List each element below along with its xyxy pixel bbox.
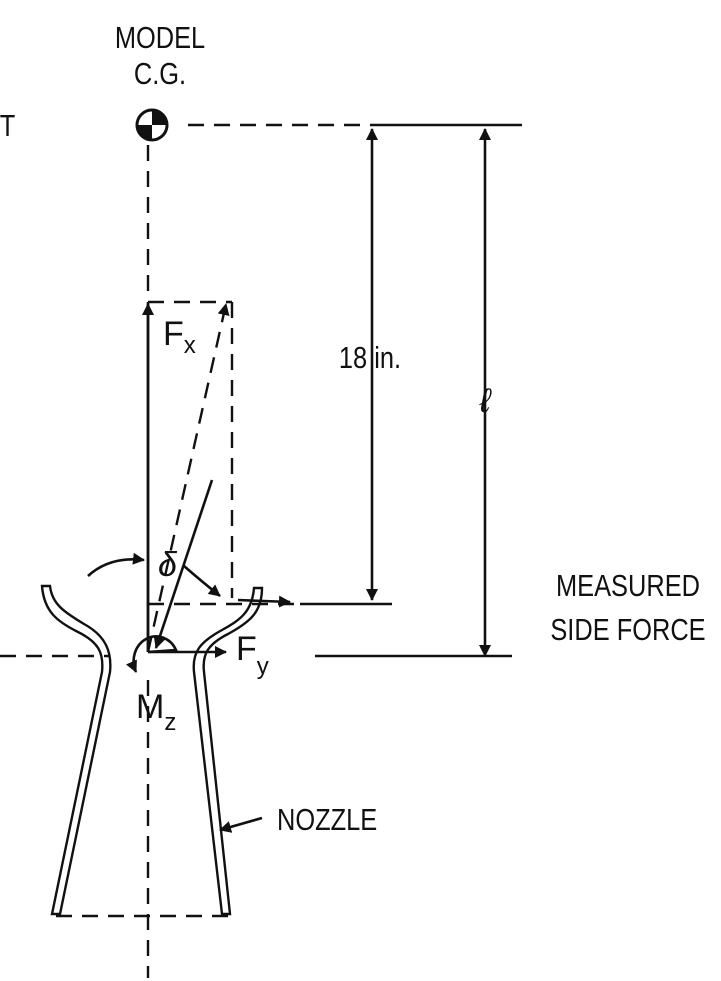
side-force-label: Fy: [236, 630, 269, 680]
arm-length-label: ℓ: [479, 382, 493, 420]
distance-label: 18 in.: [339, 341, 401, 376]
nozzle-outline: [40, 584, 264, 916]
moment-label: Mz: [136, 688, 176, 736]
moment-arc: [125, 635, 178, 673]
model-label: MODEL: [115, 21, 205, 56]
nozzle-label: NOZZLE: [277, 803, 377, 838]
resultant-force-arrow: [153, 479, 214, 649]
cg-label: C.G.: [134, 57, 186, 92]
resultant-force-line: [146, 303, 230, 653]
deflection-angle-arc-right: [183, 565, 221, 598]
center-of-gravity-symbol: [135, 108, 169, 142]
measured-label: MEASURED: [556, 569, 700, 604]
measured-side-force-arrow: [237, 595, 291, 608]
axial-force-label: Fx: [163, 315, 196, 359]
nozzle-leader-line: [219, 816, 263, 833]
side-force-caption: SIDE FORCE: [550, 613, 705, 648]
edge-fragment-label: T: [0, 109, 15, 144]
deflection-angle-arc-left: [87, 552, 145, 577]
deflection-angle-label: δ: [158, 546, 178, 584]
